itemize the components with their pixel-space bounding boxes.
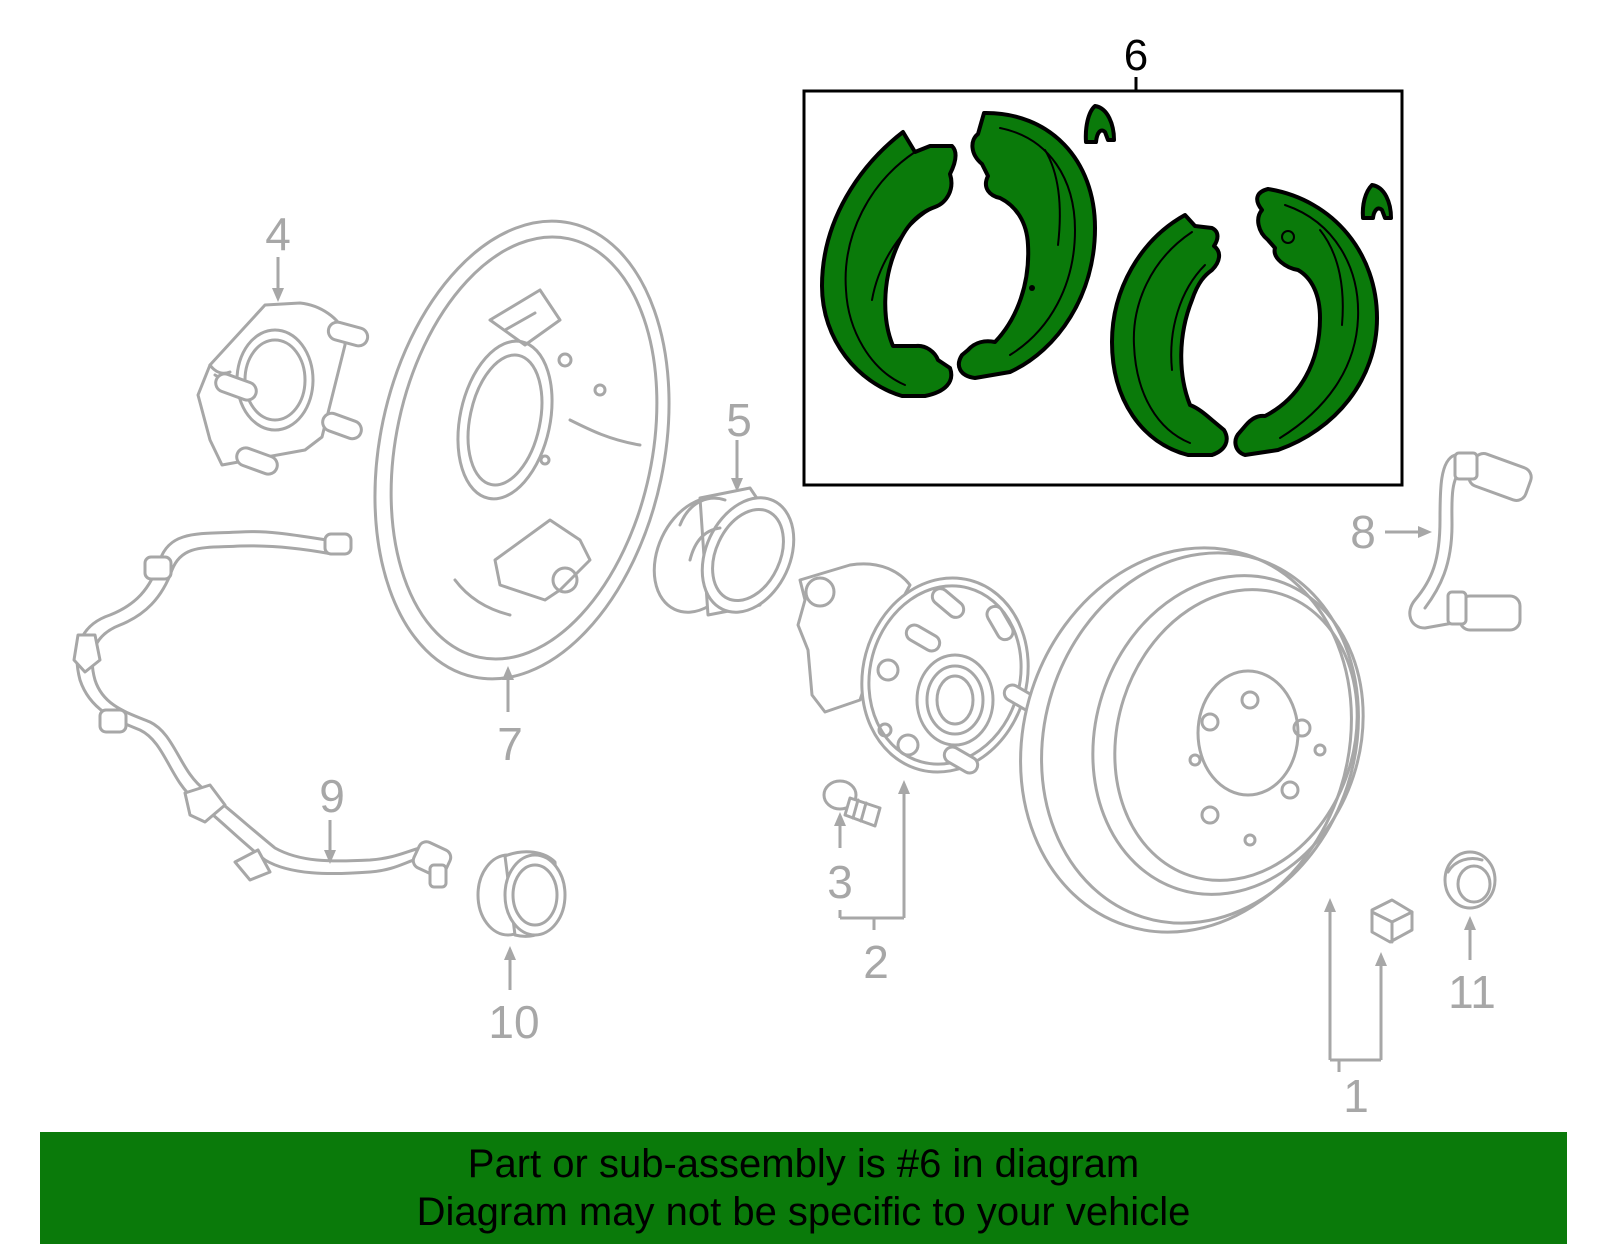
info-banner: Part or sub-assembly is #6 in diagram Di… [40, 1132, 1567, 1244]
hub-bearing-part-2[interactable] [796, 559, 1050, 791]
adjuster-clip-2[interactable] [1360, 183, 1393, 220]
seal-part-5[interactable] [637, 483, 812, 627]
callout-11: 11 [1448, 966, 1496, 1018]
brake-shoe-set-group[interactable] [802, 77, 1404, 487]
callout-6: 6 [1124, 31, 1148, 80]
carrier-plate-part-4[interactable] [196, 301, 370, 477]
callout-4: 4 [265, 208, 291, 260]
dust-cap-small[interactable] [1370, 898, 1414, 944]
abs-sensor-wire-part-9[interactable] [72, 530, 453, 889]
callout-1: 1 [1343, 1070, 1369, 1122]
callout-7: 7 [497, 718, 523, 770]
callout-2: 2 [863, 936, 889, 988]
nut-part-11[interactable] [1443, 850, 1497, 910]
brake-shoe-4[interactable] [1233, 187, 1379, 457]
banner-line-part: Part or sub-assembly is #6 in diagram [467, 1142, 1140, 1186]
callout-5: 5 [726, 394, 752, 446]
callout-9: 9 [319, 770, 345, 822]
brake-shoe-3[interactable] [1110, 213, 1229, 457]
backing-plate-part-7[interactable] [335, 194, 709, 707]
callout-8: 8 [1350, 506, 1376, 558]
banner-line-disclaimer: Diagram may not be specific to your vehi… [416, 1190, 1191, 1234]
adjuster-clip-1[interactable] [1083, 104, 1116, 144]
seal-part-10[interactable] [476, 850, 567, 938]
bolt-part-3[interactable] [822, 779, 882, 828]
callout-numbers: 1 2 3 4 5 6 7 8 9 10 11 [265, 31, 1496, 1122]
brake-drum-part-1[interactable] [972, 504, 1406, 975]
callout-3: 3 [827, 856, 853, 908]
brake-shoe-2[interactable] [956, 110, 1097, 380]
callout-leaders [272, 257, 1476, 1072]
brake-hose-part-8[interactable] [1408, 451, 1534, 632]
callout-10: 10 [488, 996, 539, 1048]
